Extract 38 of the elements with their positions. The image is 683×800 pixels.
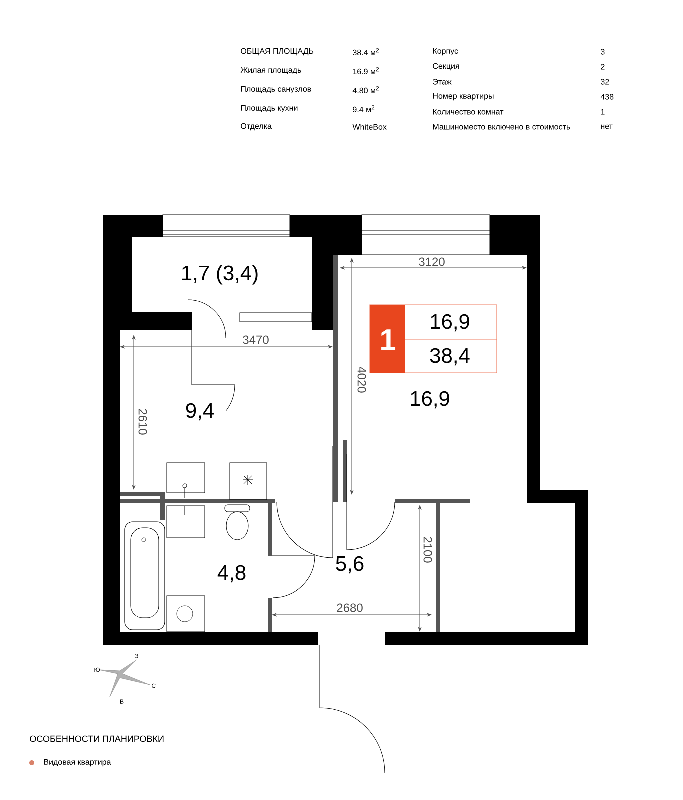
label-text: Жилая площадь xyxy=(240,67,302,75)
value-text: 16.9 м$^{2}$ xyxy=(353,67,380,75)
label-text: Секция xyxy=(433,63,460,71)
value-text: WhiteBox xyxy=(352,124,387,130)
dimension-text: 3120 xyxy=(419,258,445,266)
label-text: Количество комнат xyxy=(433,109,504,115)
label-text: Отделка xyxy=(241,123,272,131)
room-area: 4,8 xyxy=(218,565,246,583)
label-text: Корпус xyxy=(433,48,458,56)
label-text: Площадь кухни xyxy=(241,105,298,113)
dimension-text: 2610 xyxy=(138,409,148,435)
room-area: 9,4 xyxy=(186,403,214,421)
section-heading: ОСОБЕННОСТИ ПЛАНИРОВКИ xyxy=(30,736,164,742)
dimension-text: 3470 xyxy=(243,336,269,344)
total-area: 38,4 xyxy=(430,348,470,366)
dimension-text: 4020 xyxy=(358,366,366,393)
value-text: 4.80 м$^{2}$ xyxy=(352,86,380,94)
value-text: 2 xyxy=(601,64,605,70)
room-count: 1 xyxy=(382,330,396,350)
value-text: 1 xyxy=(601,109,605,115)
label-text: Площадь санузлов xyxy=(241,86,312,94)
value-text: 3 xyxy=(601,49,605,55)
dimension-text: 2100 xyxy=(424,537,432,563)
living-area: 16,9 xyxy=(431,314,470,332)
room-area: 16,9 xyxy=(411,391,450,409)
value-text: 32 xyxy=(601,79,610,85)
label-text: Номер квартиры xyxy=(433,93,494,101)
value-text: нет xyxy=(601,124,613,130)
label-text: Машиноместо включено в стоимость xyxy=(433,124,570,130)
dimension-text: 2680 xyxy=(337,604,363,612)
legend-text: Видовая квартира xyxy=(44,759,112,767)
value-text: 38.4 м$^{2}$ xyxy=(353,48,380,56)
label-text: Этаж xyxy=(433,79,452,85)
room-area: 1,7 (3,4) xyxy=(182,265,258,285)
label-text: ОБЩАЯ ПЛОЩАДЬ xyxy=(241,48,314,56)
value-text: 438 xyxy=(600,94,614,100)
room-area: 5,6 xyxy=(336,556,364,574)
value-text: 9.4 м$^{2}$ xyxy=(353,105,375,113)
